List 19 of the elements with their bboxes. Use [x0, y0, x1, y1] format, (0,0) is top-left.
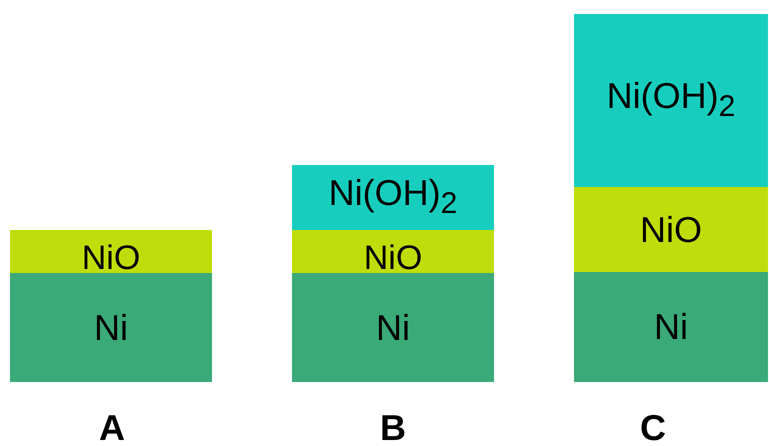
layer-label: Ni(OH)$_{2}$ [328, 175, 458, 220]
layer-label: Ni [94, 310, 128, 346]
layer-band [10, 230, 212, 273]
layer-label: NiO [82, 238, 140, 274]
layer-band [574, 187, 768, 272]
layer-band [574, 272, 768, 382]
layer-label: Ni(OH)$_{2}$ [606, 78, 736, 123]
layer-band [10, 273, 212, 382]
layer-band [574, 14, 768, 187]
layer-label: Ni [654, 309, 688, 345]
layer-label: Ni [376, 310, 410, 346]
layer-band [292, 165, 494, 230]
panel-label: A [98, 410, 126, 446]
panel-label: C [639, 410, 667, 446]
layer-label: NiO [640, 212, 702, 248]
layer-label: NiO [364, 238, 422, 274]
panel-label: B [379, 410, 407, 446]
layer-band [292, 230, 494, 273]
layer-band [292, 273, 494, 382]
